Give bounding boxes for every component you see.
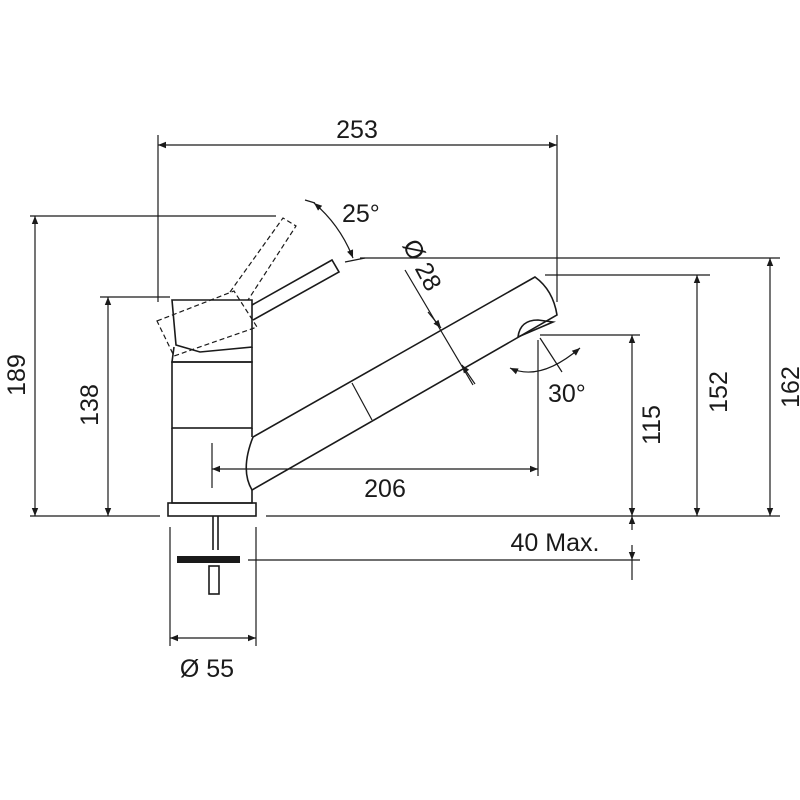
- spout: [245, 276, 558, 492]
- dim-reach-206: 206: [364, 475, 406, 503]
- dimension-lines: [30, 135, 780, 646]
- dim-width-253: 253: [336, 116, 378, 144]
- dim-height-138: 138: [76, 384, 104, 426]
- dim-lever-angle-25: 25°: [342, 200, 380, 228]
- lever: [156, 217, 341, 357]
- dim-height-162: 162: [777, 366, 800, 408]
- dim-spout-diameter-28: Ø 28: [397, 235, 447, 296]
- dim-height-115: 115: [638, 405, 666, 445]
- dim-base-diameter-55: Ø 55: [180, 655, 234, 683]
- dim-spout-angle-30: 30°: [548, 380, 586, 408]
- dim-height-152: 152: [705, 371, 733, 413]
- dim-height-189: 189: [3, 354, 31, 396]
- dim-counter-40-max: 40 Max.: [511, 529, 600, 557]
- faucet-body: [167, 299, 257, 595]
